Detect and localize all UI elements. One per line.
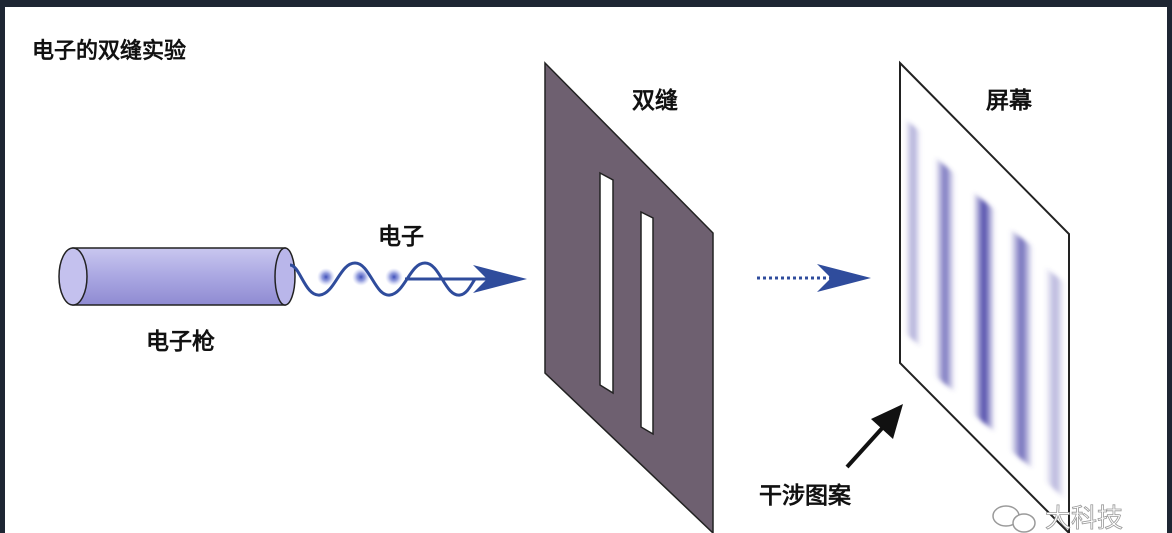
fringe <box>905 119 921 347</box>
fringe <box>973 192 995 432</box>
diagram-title: 电子的双缝实验 <box>32 38 186 64</box>
double-slit-plate <box>544 61 714 533</box>
watermark-text: 大科技 <box>1045 504 1123 533</box>
watermark: 大科技 <box>992 504 1123 533</box>
slit-2 <box>640 210 654 436</box>
electron-label: 电子 <box>378 224 424 250</box>
fringe <box>1045 267 1065 499</box>
slit-1 <box>599 171 614 395</box>
dotted-arrow <box>757 264 871 292</box>
fringe <box>935 157 955 392</box>
electron-wave <box>289 261 477 297</box>
interference-pointer-arrow <box>845 404 903 469</box>
chat-bubble-icon <box>992 505 1036 533</box>
electron-arrow <box>405 265 527 293</box>
screen <box>899 60 1070 533</box>
diagram-canvas: 电子的双缝实验 电子枪 电子 双缝 <box>5 7 1167 533</box>
double-slit-label: 双缝 <box>632 87 678 114</box>
interference-fringes <box>905 119 1065 499</box>
electron-gun-label: 电子枪 <box>146 328 215 355</box>
fringe <box>1010 229 1033 469</box>
electron-gun <box>58 247 296 306</box>
double-slit-diagram: 电子的双缝实验 电子枪 电子 双缝 <box>32 38 1123 533</box>
interference-pattern-label: 干涉图案 <box>759 482 852 509</box>
screen-label: 屏幕 <box>986 88 1033 114</box>
